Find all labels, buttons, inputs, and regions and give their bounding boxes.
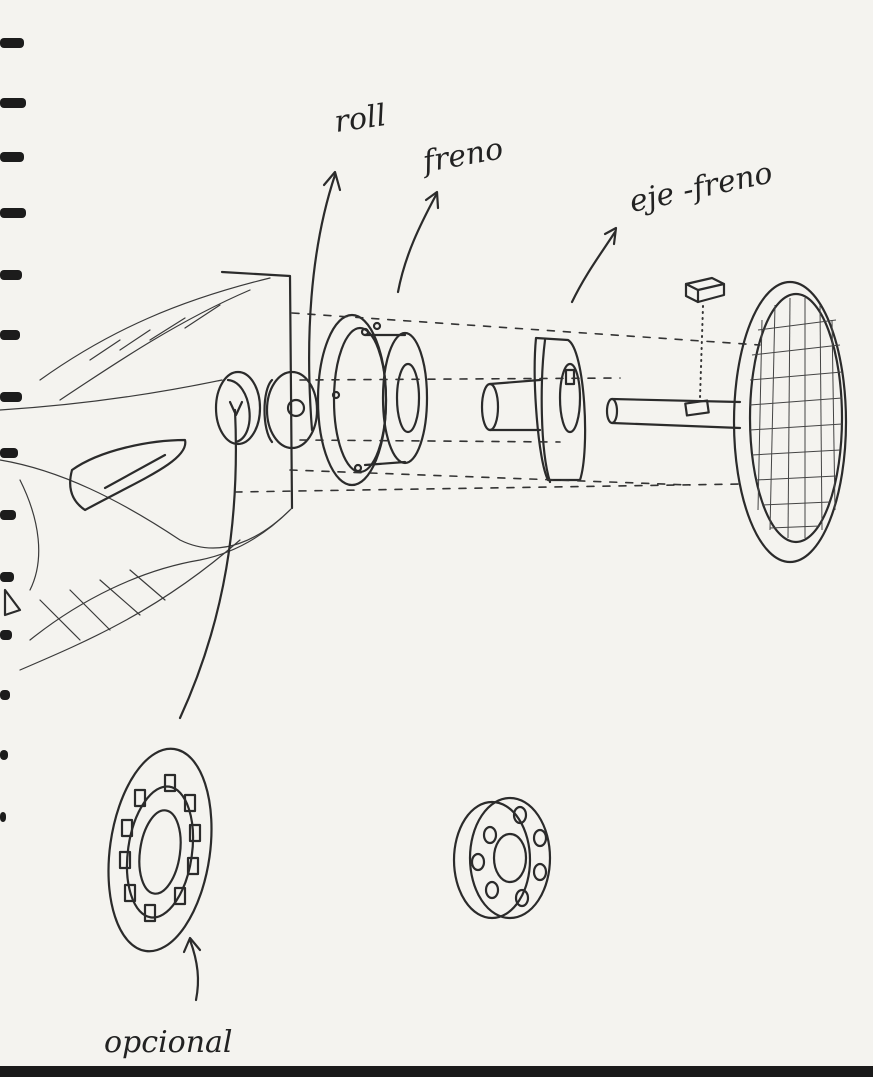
spiral-binding	[0, 38, 26, 822]
bottom-band	[0, 1066, 873, 1077]
long-shaft	[605, 397, 742, 430]
label-freno: freno	[418, 131, 505, 180]
arrow-opcional	[182, 936, 202, 1002]
arrow-roll	[308, 170, 342, 432]
machine-body	[0, 270, 294, 720]
shaft-end-disc	[214, 370, 262, 446]
roll-bearing	[263, 370, 319, 450]
projection-lines	[234, 312, 761, 493]
brake-drum	[316, 313, 429, 487]
wheel-screen	[732, 280, 848, 564]
flange-disc	[452, 796, 552, 920]
arrow-freno	[396, 190, 440, 294]
label-opcional: opcional	[104, 1025, 233, 1060]
shaft-stub	[480, 378, 542, 432]
optional-disc	[107, 747, 213, 953]
key-block	[684, 276, 726, 399]
arrow-eje-freno	[570, 226, 618, 304]
brake-axle-plate	[533, 336, 587, 484]
label-roll: roll	[332, 98, 388, 140]
label-eje-freno: eje -freno	[626, 155, 775, 219]
